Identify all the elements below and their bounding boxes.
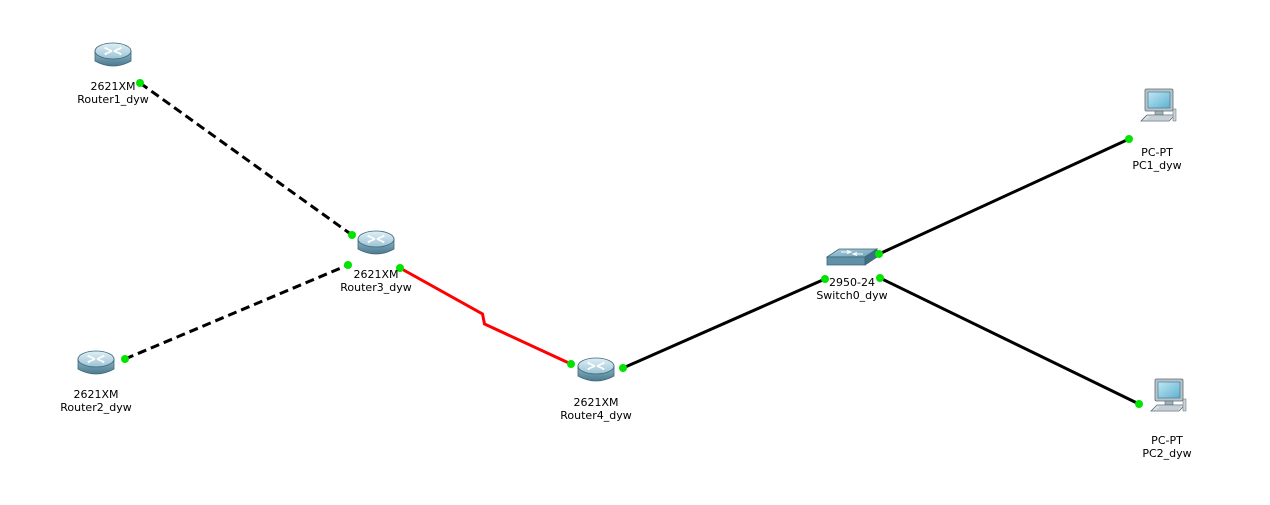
link-sw0-pc1[interactable] [878, 137, 1130, 256]
link-r1-r3[interactable] [139, 81, 353, 237]
device-name-label: Router2_dyw [60, 401, 132, 414]
link-status-dot [567, 360, 575, 368]
router-icon[interactable] [357, 230, 395, 255]
link-status-dot [121, 355, 129, 363]
link-status-dot [1125, 135, 1133, 143]
device-model-label: 2950-24 [829, 276, 875, 289]
link-status-dot [821, 275, 829, 283]
router-icon[interactable] [94, 42, 132, 67]
device-name-label: Router3_dyw [340, 281, 412, 294]
ports-layer [121, 79, 1143, 408]
device-name-label: PC2_dyw [1142, 447, 1192, 460]
link-sw0-pc2[interactable] [879, 276, 1140, 406]
device-model-label: 2621XM [353, 268, 399, 281]
link-status-dot [875, 250, 883, 258]
link-status-dot [619, 364, 627, 372]
link-status-dot [348, 231, 356, 239]
link-status-dot [396, 264, 404, 272]
links-layer [124, 81, 1140, 406]
link-status-dot [136, 79, 144, 87]
device-name-label: PC1_dyw [1132, 159, 1182, 172]
link-status-dot [344, 261, 352, 269]
device-model-label: 2621XM [573, 396, 619, 409]
device-name-label: Router4_dyw [560, 409, 632, 422]
router-icon[interactable] [577, 357, 615, 382]
pc-icon[interactable] [1140, 88, 1177, 122]
device-name-label: Switch0_dyw [816, 289, 888, 302]
link-r3-r4[interactable] [399, 266, 572, 366]
devices-layer [77, 42, 1187, 412]
link-status-dot [876, 274, 884, 282]
device-model-label: PC-PT [1141, 146, 1173, 159]
device-model-label: 2621XM [73, 388, 119, 401]
router-icon[interactable] [77, 350, 115, 375]
link-r4-sw0[interactable] [622, 277, 826, 370]
switch-icon[interactable] [826, 248, 878, 266]
link-r2-r3[interactable] [124, 263, 349, 361]
device-model-label: 2621XM [90, 80, 136, 93]
device-model-label: PC-PT [1151, 434, 1183, 447]
device-name-label: Router1_dyw [77, 93, 149, 106]
link-status-dot [1135, 400, 1143, 408]
pc-icon[interactable] [1150, 378, 1187, 412]
